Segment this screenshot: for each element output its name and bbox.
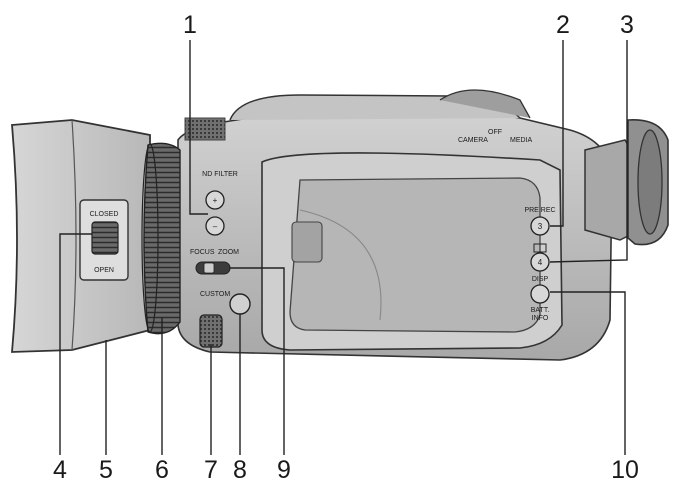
- disp-button: [530, 284, 550, 304]
- leader-2: [550, 40, 564, 227]
- lens-cover-switch: CLOSED OPEN: [79, 199, 129, 281]
- leader-10: [550, 291, 626, 455]
- callout-1: 1: [183, 11, 197, 39]
- callout-4: 4: [53, 456, 67, 484]
- callout-numbers: 1 2 3 4 5 6 7 8 9 10: [53, 11, 639, 484]
- disp-label: DISP: [532, 276, 549, 283]
- closed-label: CLOSED: [90, 211, 119, 218]
- custom-dial: [199, 314, 223, 348]
- nd-filter-buttons: ND FILTER + –: [202, 171, 238, 236]
- assign-button-4: [530, 252, 550, 272]
- media-label: MEDIA: [510, 137, 533, 144]
- callout-6: 6: [155, 456, 169, 484]
- focus-label: FOCUS: [190, 249, 215, 256]
- button-4-label: 4: [538, 258, 543, 267]
- zoom-label: ZOOM: [218, 249, 239, 256]
- custom-label: CUSTOM: [200, 291, 230, 298]
- callout-2: 2: [556, 11, 570, 39]
- screen-icon: [533, 243, 547, 253]
- nd-filter-label: ND FILTER: [202, 171, 238, 178]
- open-label: OPEN: [94, 267, 114, 274]
- control-ring: [141, 142, 181, 335]
- off-label: OFF: [488, 129, 502, 136]
- lcd-panel: [261, 152, 563, 351]
- callout-5: 5: [99, 456, 113, 484]
- nd-plus-symbol: +: [213, 196, 218, 205]
- pre-rec-label: PRE REC: [524, 207, 555, 214]
- callout-3: 3: [620, 11, 634, 39]
- button-3-label: 3: [538, 222, 543, 231]
- batt-label: BATT.: [531, 307, 550, 314]
- custom-button: [229, 293, 251, 315]
- leader-1: [189, 40, 208, 215]
- mode-switch: CAMERA OFF MEDIA: [458, 129, 533, 144]
- leader-lines: [59, 40, 628, 455]
- callout-7: 7: [204, 456, 218, 484]
- assignable-buttons: PRE REC 3 4 DISP BATT. INFO: [524, 207, 555, 322]
- leader-9: [230, 267, 285, 455]
- nd-minus-button: [205, 216, 225, 236]
- nd-plus-button: [205, 190, 225, 210]
- callout-9: 9: [277, 456, 291, 484]
- callout-10: 10: [611, 456, 639, 484]
- camera-label: CAMERA: [458, 137, 488, 144]
- nd-minus-symbol: –: [213, 222, 218, 231]
- assign-button-3: [530, 216, 550, 236]
- leader-4: [59, 233, 92, 455]
- info-label: INFO: [532, 315, 549, 322]
- callout-8: 8: [233, 456, 247, 484]
- viewfinder-eyepiece: [584, 119, 669, 246]
- leader-3: [549, 40, 628, 263]
